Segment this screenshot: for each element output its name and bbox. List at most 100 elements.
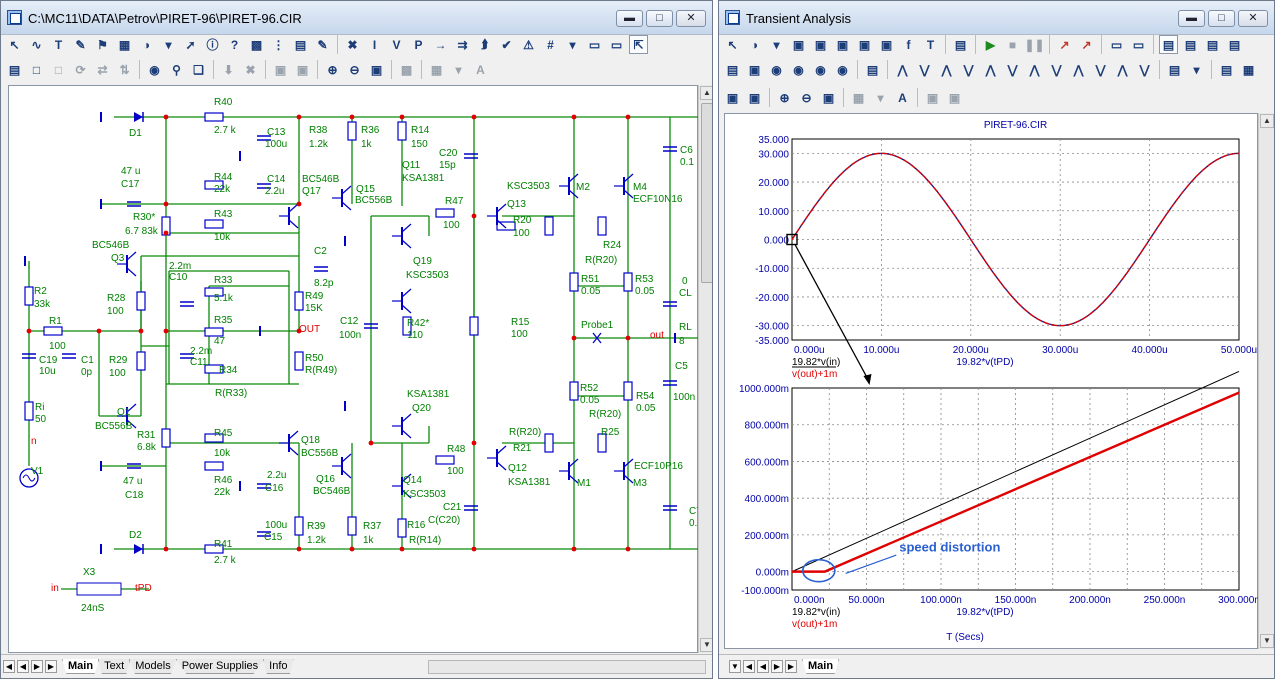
schematic-hscrollbar[interactable] — [428, 659, 706, 674]
zoom-out-icon[interactable]: ⊖ — [801, 90, 812, 105]
scroll-thumb[interactable] — [701, 103, 712, 283]
warning-icon[interactable]: ⚠ — [523, 37, 534, 52]
cursor-icon[interactable]: ↗ — [1059, 37, 1070, 52]
rotate-icon[interactable]: ⟳ — [75, 62, 86, 77]
calendar-icon[interactable]: ▦ — [1242, 62, 1255, 77]
inflect-icon[interactable]: ⋁ — [1007, 62, 1018, 77]
wire-icon[interactable]: ∿ — [31, 37, 42, 52]
last-tab-icon[interactable]: ▶ — [785, 660, 797, 673]
voltage-icon[interactable]: V — [392, 37, 401, 52]
edit-icon[interactable]: ✎ — [317, 37, 328, 52]
next-tab-icon[interactable]: ◀ — [757, 660, 769, 673]
schematic-vscrollbar[interactable]: ▲ ▼ — [698, 85, 712, 653]
grid-icon[interactable]: ▩ — [250, 37, 263, 52]
first-tab-icon[interactable]: ◀ — [3, 660, 15, 673]
font-icon[interactable]: A — [898, 90, 907, 105]
zoom-a-icon[interactable]: ◉ — [771, 62, 782, 77]
last-tab-icon[interactable]: ▶ — [45, 660, 57, 673]
maximize-plot-icon[interactable]: ▣ — [814, 37, 827, 52]
prev-tab-icon[interactable]: ◀ — [743, 660, 755, 673]
notes-icon[interactable]: ▤ — [866, 62, 879, 77]
tab-models[interactable]: Models — [129, 659, 177, 674]
grid-hash-icon[interactable]: # — [547, 37, 554, 52]
list-icon[interactable]: ▤ — [1220, 62, 1233, 77]
select-icon[interactable]: ↖ — [9, 37, 20, 52]
pen-icon[interactable]: ✎ — [75, 37, 86, 52]
prev-tab-icon[interactable]: ◀ — [17, 660, 29, 673]
group-icon[interactable]: ▣ — [926, 90, 939, 105]
binoculars-icon[interactable]: ◉ — [149, 62, 160, 77]
tile-icon[interactable]: ▦ — [430, 62, 443, 77]
tab-text[interactable]: Text — [98, 659, 131, 674]
component-icon[interactable]: ◑ — [142, 37, 151, 52]
flow-icon[interactable]: ⇉ — [457, 37, 468, 52]
arrow-right-icon[interactable]: → — [434, 37, 447, 52]
text-icon[interactable]: T — [926, 37, 935, 52]
help-icon[interactable]: ? — [230, 37, 239, 52]
zoom-c-icon[interactable]: ◉ — [815, 62, 826, 77]
check-icon[interactable]: ✔ — [501, 37, 512, 52]
pause-icon[interactable]: ❚❚ — [1024, 37, 1045, 52]
maximize-button[interactable]: □ — [646, 10, 673, 27]
maximize-button[interactable]: □ — [1208, 10, 1235, 27]
crosshair-icon[interactable]: ▣ — [748, 62, 761, 77]
mirror-icon[interactable]: ⇄ — [97, 62, 108, 77]
low-icon[interactable]: ⋁ — [963, 62, 974, 77]
zoom-d-icon[interactable]: ◉ — [837, 62, 848, 77]
bus-icon[interactable]: ▦ — [118, 37, 131, 52]
scale-y-icon[interactable]: ▣ — [858, 37, 871, 52]
cursor2-icon[interactable]: ↗ — [1081, 37, 1092, 52]
next-tab-icon[interactable]: ▶ — [31, 660, 43, 673]
slope-icon[interactable]: ⋀ — [985, 62, 996, 77]
flip-icon[interactable]: ⇅ — [119, 62, 130, 77]
layout1-icon[interactable]: ▭ — [1110, 37, 1123, 52]
dropdown-icon-3[interactable]: ▾ — [877, 90, 884, 105]
info-icon[interactable]: ⓘ — [206, 38, 219, 52]
clipboard-icon[interactable]: ▤ — [1168, 62, 1181, 77]
power-icon[interactable]: P — [414, 37, 423, 52]
page-setup-icon[interactable]: ▩ — [400, 62, 413, 77]
first-tab-icon[interactable]: ▼ — [729, 660, 741, 673]
node-numbers-icon[interactable]: ✖ — [347, 37, 358, 52]
dropdown-icon-2[interactable]: ▾ — [1193, 62, 1200, 77]
dropdown-icon-2[interactable]: ▾ — [569, 37, 576, 52]
current-icon[interactable]: I — [372, 37, 377, 52]
scroll-down-icon[interactable]: ▼ — [700, 638, 712, 652]
next2-tab-icon[interactable]: ▶ — [771, 660, 783, 673]
text-icon[interactable]: T — [54, 37, 63, 52]
high-icon[interactable]: ⋀ — [941, 62, 952, 77]
zoom-in-icon[interactable]: ⊕ — [327, 62, 338, 77]
properties-icon[interactable]: ▤ — [954, 37, 967, 52]
tile-icon[interactable]: ▦ — [852, 90, 865, 105]
down-icon[interactable]: ⬇ — [223, 62, 234, 77]
ungroup-icon[interactable]: ▣ — [296, 62, 309, 77]
scroll-up-icon[interactable]: ▲ — [700, 86, 712, 100]
select-icon[interactable]: ↖ — [727, 37, 738, 52]
find-icon[interactable]: ⚲ — [172, 62, 181, 77]
lower-icon[interactable]: ⋀ — [1029, 62, 1040, 77]
properties-icon[interactable]: ▤ — [8, 62, 21, 77]
font-icon[interactable]: A — [476, 62, 485, 77]
dropdown-icon[interactable]: ▾ — [165, 37, 172, 52]
copy-icon[interactable]: ❏ — [193, 62, 204, 77]
run-icon[interactable]: ▶ — [985, 37, 996, 52]
zoom-b-icon[interactable]: ◉ — [793, 62, 804, 77]
checkbox-icon[interactable]: □ — [54, 62, 63, 77]
zoom-out-icon[interactable]: ⊖ — [349, 62, 360, 77]
page2-icon[interactable]: ▭ — [610, 37, 623, 52]
tab-main[interactable]: Main — [62, 659, 100, 674]
region-icon[interactable]: □ — [32, 62, 41, 77]
pick-icon[interactable]: ⇱ — [629, 35, 648, 54]
dropdown-icon[interactable]: ▾ — [773, 37, 780, 52]
tab-info[interactable]: Info — [263, 659, 294, 674]
layers-icon[interactable]: ▤ — [294, 37, 307, 52]
valley-icon[interactable]: ⋁ — [919, 62, 930, 77]
dots-icon[interactable]: ⋮ — [272, 37, 285, 52]
peak-icon[interactable]: ⋀ — [897, 62, 908, 77]
stop-icon[interactable]: ✖ — [245, 62, 256, 77]
branch2-icon[interactable]: ⋁ — [1095, 62, 1106, 77]
minimize-button[interactable]: ▬ — [616, 10, 643, 27]
panel-icon[interactable]: ▤ — [726, 62, 739, 77]
plot-vscrollbar[interactable]: ▲ ▼ — [1258, 113, 1274, 649]
